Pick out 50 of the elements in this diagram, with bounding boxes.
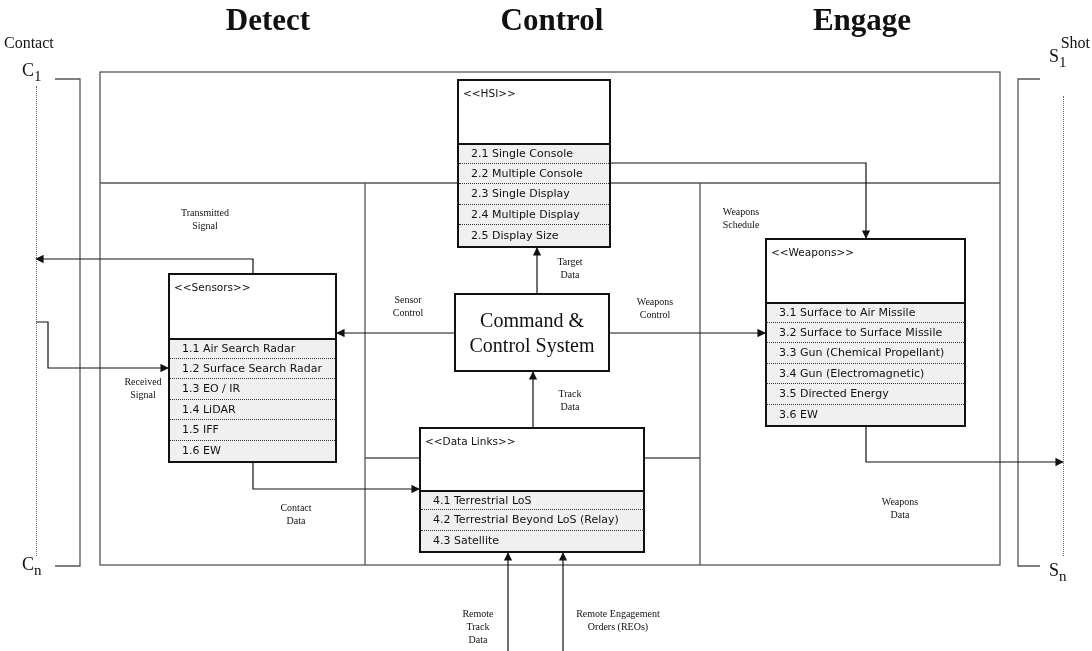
stereotype-label: <<Sensors>> [174, 281, 251, 293]
arrow [503, 552, 513, 651]
component-item: 1.4 LiDAR [170, 399, 335, 420]
arrow [336, 328, 455, 338]
arrow [558, 552, 568, 651]
component-item: 3.4 Gun (Electromagnetic) [767, 363, 964, 384]
component-item: 3.5 Directed Energy [767, 384, 964, 405]
range-heading: Shot [1060, 34, 1090, 52]
component-item: 4.2 Terrestrial Beyond LoS (Relay) [421, 510, 643, 531]
arrow [252, 462, 420, 494]
component-item: 2.3 Single Display [459, 184, 609, 205]
column-heading: Engage [811, 2, 913, 38]
class-box [457, 79, 611, 248]
arrow [532, 247, 542, 294]
component-item: 2.2 Multiple Console [459, 163, 609, 185]
stereotype-label: <<Weapons>> [771, 246, 855, 258]
component-item: 3.6 EW [767, 404, 964, 425]
arrow [35, 321, 169, 373]
component-item: 2.1 Single Console [459, 143, 609, 164]
class-box [168, 273, 337, 463]
arrow [610, 162, 871, 239]
arrow [35, 254, 254, 274]
range-start-label: C$_{1}$ [22, 60, 42, 85]
range-end-label: S$_{n}$ [1049, 560, 1067, 585]
stereotype-label: <<Data Links>> [425, 435, 516, 447]
component-item: 1.1 Air Search Radar [170, 338, 335, 359]
arrow [865, 426, 1064, 467]
component-item: 1.6 EW [170, 440, 335, 461]
class-box [765, 238, 966, 427]
component-item: 1.3 EO / IR [170, 379, 335, 400]
arrow [528, 371, 538, 428]
component-item: 3.1 Surface to Air Missile [767, 302, 964, 323]
component-item: 4.1 Terrestrial LoS [421, 490, 643, 511]
component-item: 3.2 Surface to Surface Missile [767, 322, 964, 343]
box-title: Command & Control System [468, 307, 596, 358]
component-item: 1.5 IFF [170, 420, 335, 441]
arrow [609, 328, 766, 338]
range-heading: Contact [4, 34, 54, 52]
process-box [454, 293, 610, 372]
component-item: 1.2 Surface Search Radar [170, 358, 335, 379]
component-item: 4.3 Satellite [421, 530, 643, 551]
edge-label: Remote Track Data [459, 607, 497, 646]
range-end-label: C$_{n}$ [22, 554, 42, 579]
column-heading: Control [499, 2, 605, 38]
stereotype-label: <<HSI>> [463, 87, 516, 99]
column-heading: Detect [224, 2, 312, 38]
component-item: 3.3 Gun (Chemical Propellant) [767, 343, 964, 364]
component-item: 2.5 Display Size [459, 225, 609, 246]
component-item: 2.4 Multiple Display [459, 204, 609, 226]
class-box [419, 427, 645, 553]
